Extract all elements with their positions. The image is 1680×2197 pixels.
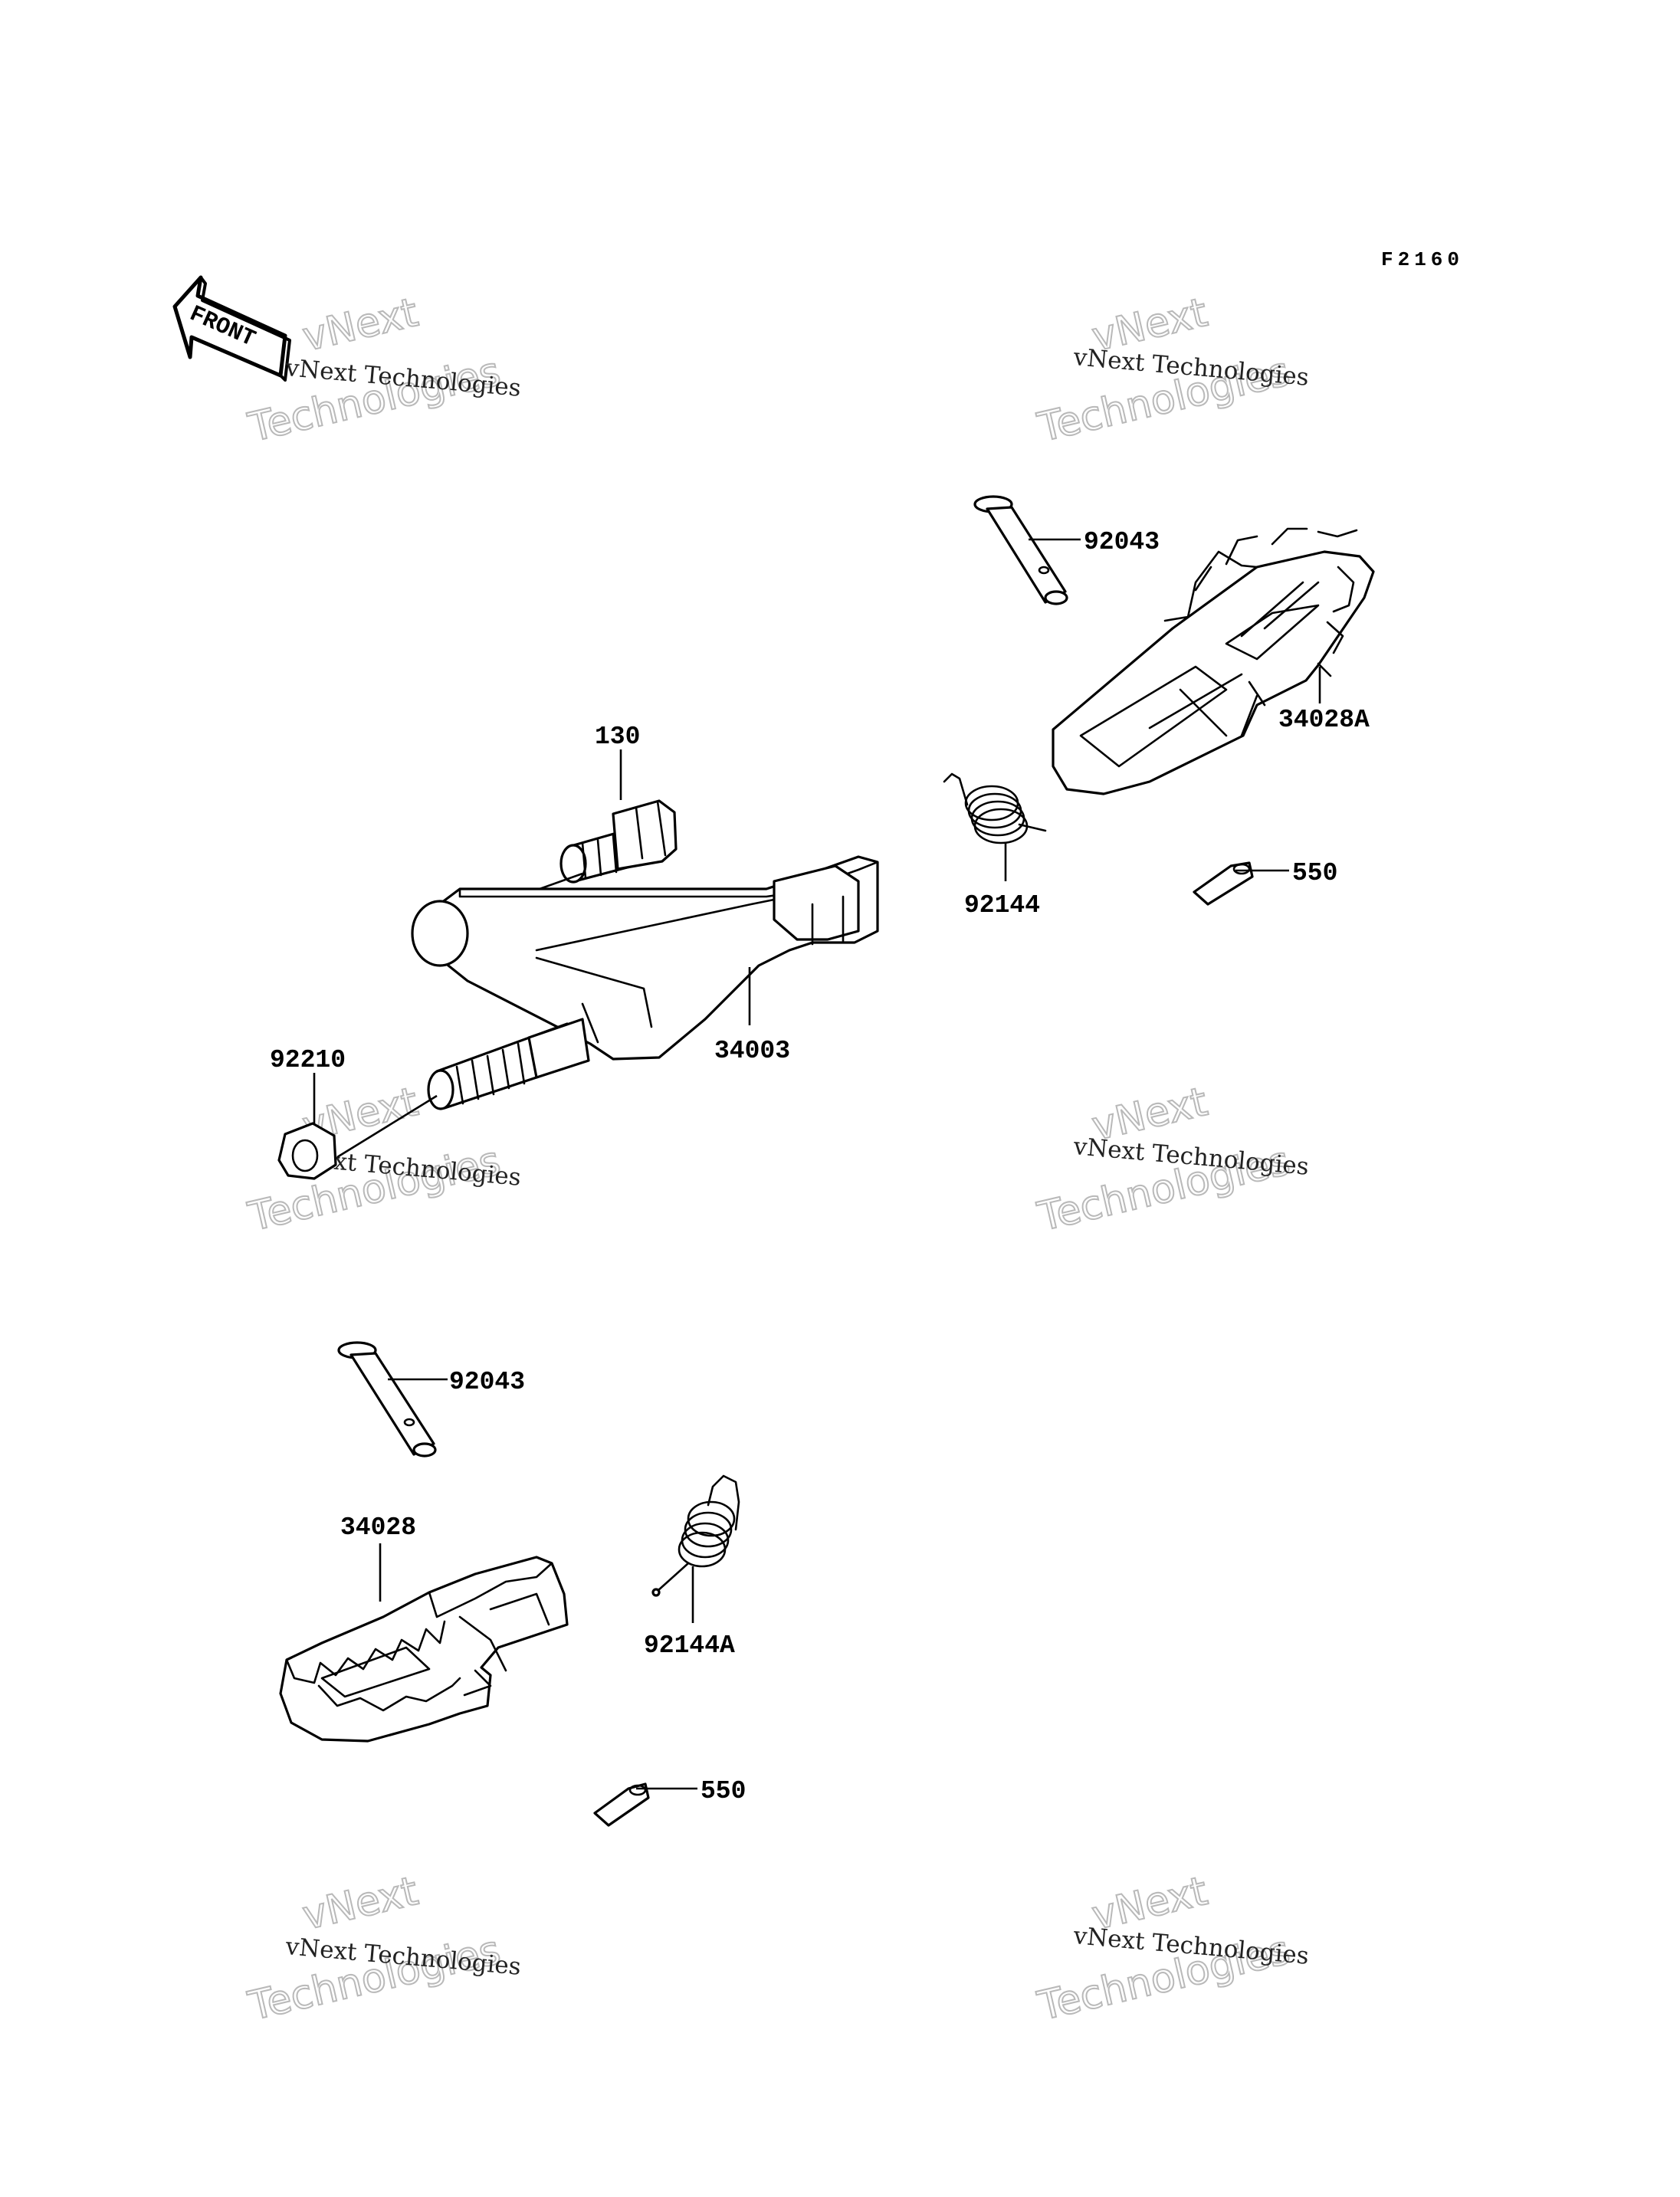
callout-34028A: 34028A xyxy=(1278,706,1370,734)
shaft-axis-line xyxy=(336,1094,438,1159)
pin-92043-upper xyxy=(973,495,1068,605)
footpeg-34028 xyxy=(279,1556,569,1743)
bolt-130 xyxy=(559,799,678,884)
callout-92210: 92210 xyxy=(270,1046,346,1074)
figure-code: F2160 xyxy=(1381,248,1464,271)
callout-34028: 34028 xyxy=(340,1513,416,1542)
callout-92043-lower: 92043 xyxy=(449,1368,525,1396)
callout-550-lower: 550 xyxy=(701,1777,746,1805)
watermark-bottom-left: vNext Technologies vNext Technologies xyxy=(243,1867,522,2031)
callout-550-upper: 550 xyxy=(1292,859,1337,887)
nut-92210 xyxy=(277,1122,337,1180)
front-arrow-icon: FRONT xyxy=(172,275,291,382)
watermark-middle-right: vNext Technologies vNext Technologies xyxy=(1032,1078,1310,1241)
watermark-top-right: vNext Technologies vNext Technologies xyxy=(1032,289,1310,452)
callout-130: 130 xyxy=(595,723,640,751)
watermark-top-left: vNext Technologies vNext Technologies xyxy=(243,289,522,452)
watermark-bottom-right: vNext Technologies vNext Technologies xyxy=(1032,1867,1310,2031)
pin-92043-lower xyxy=(337,1341,437,1458)
cotter-550-upper xyxy=(1193,861,1254,906)
callout-92144: 92144 xyxy=(964,891,1040,920)
cotter-550-lower xyxy=(593,1782,650,1827)
spring-92144 xyxy=(943,772,1047,844)
callout-92144A: 92144A xyxy=(644,1631,735,1660)
callout-34003: 34003 xyxy=(714,1037,790,1065)
pivot-shaft xyxy=(427,1018,590,1110)
watermark-big-1: vNext xyxy=(298,290,422,361)
brake-pedal-34003 xyxy=(411,855,879,1061)
callout-92043-upper: 92043 xyxy=(1084,528,1160,556)
footpeg-34028A xyxy=(1052,527,1375,795)
watermark-big-1: vNext xyxy=(298,1868,422,1940)
spring-92144A xyxy=(651,1474,740,1597)
